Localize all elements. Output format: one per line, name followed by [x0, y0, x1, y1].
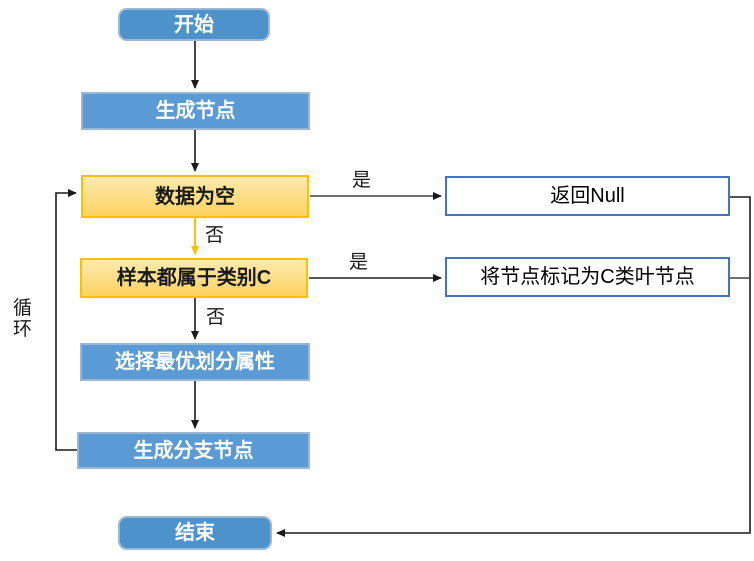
node-end: 结束: [118, 516, 272, 550]
edge-label-loop: 循环: [13, 298, 33, 340]
edge-label-no-data-empty: 否: [205, 225, 225, 246]
edge-label-yes-data-empty: 是: [352, 170, 372, 191]
edge-label-no-sample-class: 否: [206, 307, 226, 328]
edge-loop-back: [55, 189, 79, 451]
node-select-attribute: 选择最优划分属性: [80, 343, 310, 381]
node-start: 开始: [118, 8, 270, 41]
node-generate-branch: 生成分支节点: [77, 432, 310, 469]
edge-label-yes-sample-class: 是: [349, 252, 369, 273]
node-data-empty: 数据为空: [81, 175, 309, 218]
node-return-null: 返回Null: [445, 176, 730, 216]
node-sample-class: 样本都属于类别C: [80, 258, 308, 298]
node-generate-node: 生成节点: [81, 92, 310, 130]
node-mark-leaf: 将节点标记为C类叶节点: [445, 257, 730, 297]
edge-returnnull-end: [276, 196, 751, 537]
